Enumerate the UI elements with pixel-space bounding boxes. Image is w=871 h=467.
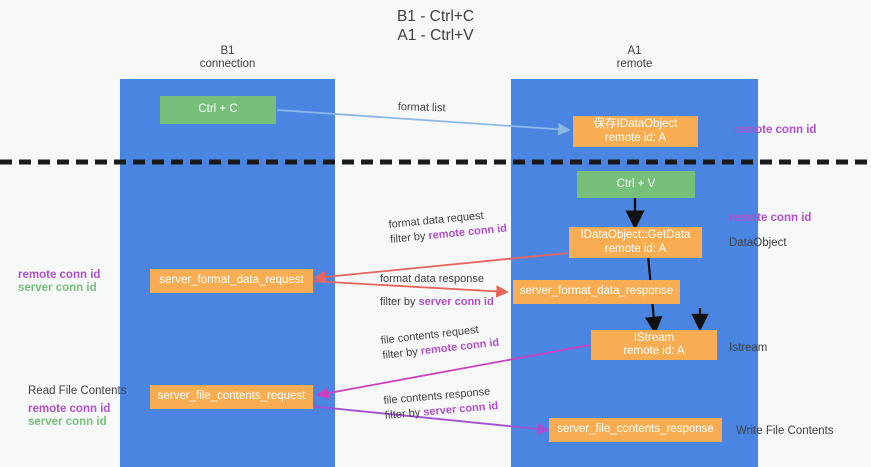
arrow-format-data-request (313, 252, 569, 284)
box-getdata-line1: IDataObject::GetData (580, 229, 691, 241)
title-line-1: B1 - Ctrl+C (396, 8, 475, 25)
caption-format-data-response-line2: filter by server conn id (380, 295, 494, 310)
box-server-file-contents-request[interactable]: server_file_contents_request (150, 385, 313, 409)
caption-format-list: format list (398, 100, 446, 116)
caption-format-data-response: format data response filter by server co… (380, 272, 494, 310)
box-ctrl-v-label: Ctrl + V (616, 177, 656, 190)
box-server-format-data-response-label: server_format_data_response (519, 285, 674, 298)
caption-format-data-response-line1: format data response (380, 273, 484, 285)
box-save-idataobject[interactable]: 保存IDataObject remote id: A (573, 116, 698, 147)
box-server-file-contents-response-label: server_file_contents_response (557, 423, 714, 436)
label-dataobject: DataObject (729, 237, 787, 249)
caption-fcreq-prefix: filter by (381, 345, 422, 362)
label-left-server-conn-id-bottom: server conn id (28, 416, 107, 428)
lane-header-b1-subtitle: connection (199, 58, 256, 70)
label-left-server-conn-id-mid: server conn id (18, 282, 97, 294)
box-server-file-contents-request-label: server_file_contents_request (157, 390, 306, 403)
caption-fdresp-prefix: filter by (380, 296, 419, 308)
box-save-idataobject-line2: remote id: A (604, 131, 667, 144)
label-read-file-contents: Read File Contents (28, 385, 127, 397)
label-istream: Istream (729, 342, 768, 354)
arrow-format-list (276, 109, 571, 136)
box-istream[interactable]: IStream remote id: A (591, 330, 717, 360)
label-write-file-contents: Write File Contents (736, 425, 834, 437)
lane-header-b1-title: B1 (220, 45, 235, 57)
caption-fdreq-prefix: filter by (389, 230, 430, 246)
lane-header-b1: B1 connection (120, 45, 335, 71)
label-remote-conn-id-top: remote conn id (734, 124, 817, 136)
box-ctrl-v[interactable]: Ctrl + V (577, 171, 695, 198)
box-save-idataobject-line1: 保存IDataObject (593, 118, 678, 130)
lane-header-a1-title: A1 (627, 45, 642, 57)
lane-header-a1: A1 remote (511, 45, 758, 71)
box-server-format-data-request-label: server_format_data_request (159, 274, 304, 287)
box-idataobject-getdata[interactable]: IDataObject::GetData remote id: A (569, 227, 702, 258)
label-remote-conn-id-mid: remote conn id (729, 212, 812, 224)
box-server-file-contents-response[interactable]: server_file_contents_response (549, 418, 722, 442)
page-title: B1 - Ctrl+C A1 - Ctrl+V (0, 7, 871, 45)
label-left-remote-conn-id-mid: remote conn id (18, 269, 101, 281)
box-ctrl-c-label: Ctrl + C (198, 103, 238, 116)
box-istream-line1: IStream (633, 331, 675, 344)
title-line-2: A1 - Ctrl+V (397, 27, 474, 44)
caption-fcresp-prefix: filter by (384, 406, 424, 422)
caption-fdresp-accent: server conn id (418, 296, 494, 308)
box-istream-line2: remote id: A (623, 345, 685, 357)
label-left-remote-conn-id-bottom: remote conn id (28, 403, 111, 415)
lane-header-a1-subtitle: remote (616, 58, 653, 70)
box-server-format-data-response[interactable]: server_format_data_response (513, 280, 680, 304)
box-ctrl-c[interactable]: Ctrl + C (160, 96, 276, 124)
arrow-file-contents-request (316, 344, 591, 400)
box-getdata-line2: remote id: A (604, 242, 667, 255)
caption-format-list-text: format list (397, 100, 446, 115)
box-server-format-data-request[interactable]: server_format_data_request (150, 269, 313, 293)
